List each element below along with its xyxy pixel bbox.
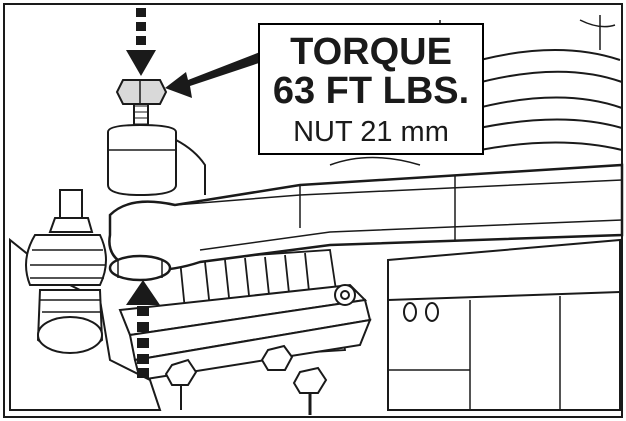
steering-knuckle	[9, 189, 162, 411]
lower-arm-plates	[118, 283, 372, 382]
pointer-arrow-icon	[165, 52, 262, 98]
frame-bracket	[387, 238, 621, 411]
upper-mount	[107, 79, 206, 197]
control-arm	[108, 163, 624, 282]
callout-nut-size: NUT 21 mm	[293, 116, 449, 148]
dashed-arrow-up-icon	[126, 280, 160, 378]
dashed-arrow-down-icon	[126, 8, 156, 76]
callout-title: TORQUE	[290, 31, 452, 73]
callout-torque-value: 63 FT LBS.	[272, 70, 470, 112]
torque-nut	[115, 79, 168, 105]
lower-bolts	[164, 344, 328, 415]
torque-callout-box: TORQUE 63 FT LBS. NUT 21 mm	[258, 23, 484, 155]
